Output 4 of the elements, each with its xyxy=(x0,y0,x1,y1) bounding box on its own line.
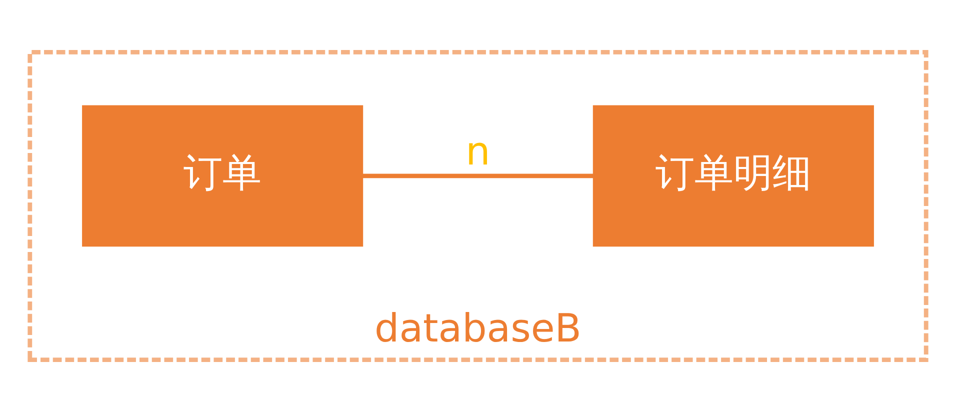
edge-label: n xyxy=(466,130,490,175)
node-box: 订单 xyxy=(82,105,364,247)
node-box: 订单明细 xyxy=(592,105,874,247)
connector xyxy=(362,174,594,178)
